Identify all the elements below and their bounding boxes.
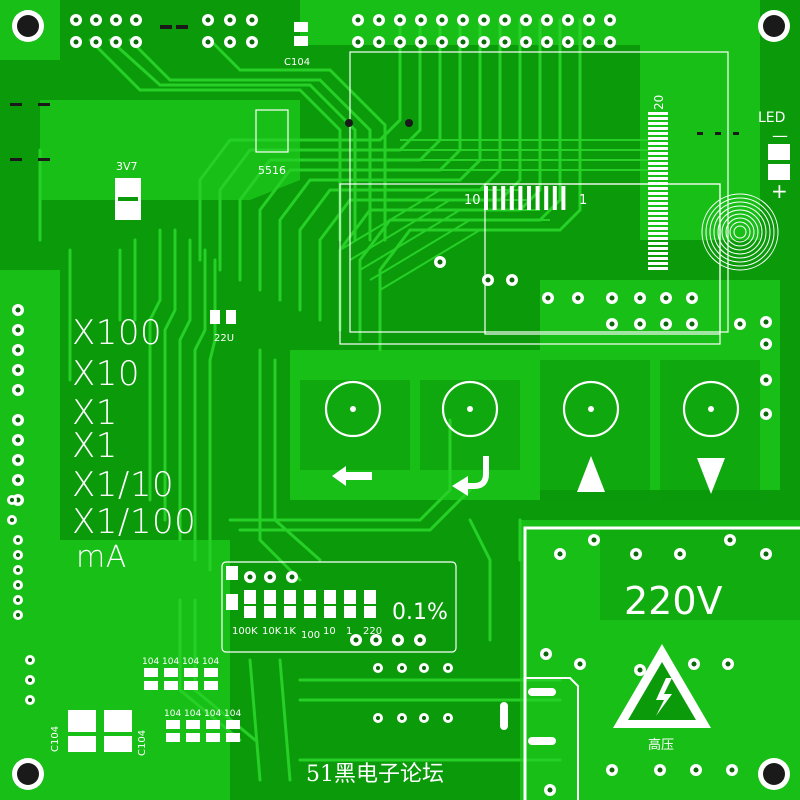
label-high-voltage: 高压	[648, 737, 674, 753]
dip-label: 220	[363, 626, 382, 637]
resistor-footprints	[144, 668, 240, 742]
range-x10: X10	[72, 354, 141, 394]
traces	[38, 18, 582, 782]
silkscreen-outlines	[221, 51, 800, 800]
resistor-label: 104	[224, 709, 241, 719]
label-connector-right: 1	[579, 193, 587, 208]
capacitor-left-pair	[68, 710, 132, 752]
ribbon-connector	[484, 112, 668, 270]
label-c104-top: C104	[284, 57, 310, 68]
label-22u: 22U	[214, 333, 234, 344]
enter-arrow-icon	[452, 456, 489, 496]
button-3	[562, 380, 620, 438]
resistor-label: 104	[162, 657, 179, 667]
dip-label: 1K	[283, 626, 296, 637]
label-connector-top: 20	[652, 95, 666, 110]
dip-label: 1	[346, 626, 352, 637]
high-voltage-warning-icon	[613, 644, 711, 728]
button-1	[324, 380, 382, 438]
back-arrow-icon	[332, 466, 372, 486]
resistor-label: 104	[204, 709, 221, 719]
resistor-label: 104	[164, 709, 181, 719]
resistor-label: 104	[142, 657, 159, 667]
button-2	[441, 380, 499, 438]
range-ma: mA	[76, 540, 127, 575]
resistor-label: 104	[184, 709, 201, 719]
resistor-label: 104	[182, 657, 199, 667]
range-x1-10: X1/10	[72, 465, 175, 505]
range-x1-a: X1	[72, 393, 118, 433]
label-220v: 220V	[624, 579, 723, 623]
buzzer-spiral	[701, 193, 779, 271]
label-5516: 5516	[258, 164, 286, 177]
led-footprint	[768, 144, 790, 180]
dip-switch-footprint	[226, 566, 376, 618]
button-footprints	[324, 380, 740, 438]
label-percent: 0.1%	[392, 600, 448, 625]
dip-label: 10K	[262, 626, 282, 637]
footer-watermark: 51黑电子论坛	[306, 762, 444, 787]
through-hole-pads	[7, 14, 772, 796]
label-c104-left-a: C104	[50, 726, 61, 752]
range-x100: X100	[72, 313, 163, 353]
resistor-label: 104	[202, 657, 219, 667]
dip-label: 100	[301, 630, 320, 641]
label-led-minus: —	[772, 126, 788, 145]
battery-footprint	[115, 178, 141, 220]
mounting-holes	[12, 10, 790, 790]
range-x1-b: X1	[72, 426, 118, 466]
button-4	[682, 380, 740, 438]
capacitor-c104-top	[294, 22, 308, 46]
range-x1-100: X1/100	[72, 502, 197, 542]
down-triangle-icon	[697, 458, 725, 494]
label-connector-left: 10	[464, 193, 481, 208]
label-led: LED	[758, 110, 785, 126]
dip-label: 100K	[232, 626, 258, 637]
label-c104-left-b: C104	[137, 730, 148, 756]
slots	[500, 688, 556, 745]
label-battery: 3V7	[116, 160, 138, 173]
label-led-plus: +	[771, 179, 788, 203]
dip-label: 10	[323, 626, 336, 637]
capacitor-22u	[210, 310, 236, 324]
up-triangle-icon	[577, 456, 605, 492]
